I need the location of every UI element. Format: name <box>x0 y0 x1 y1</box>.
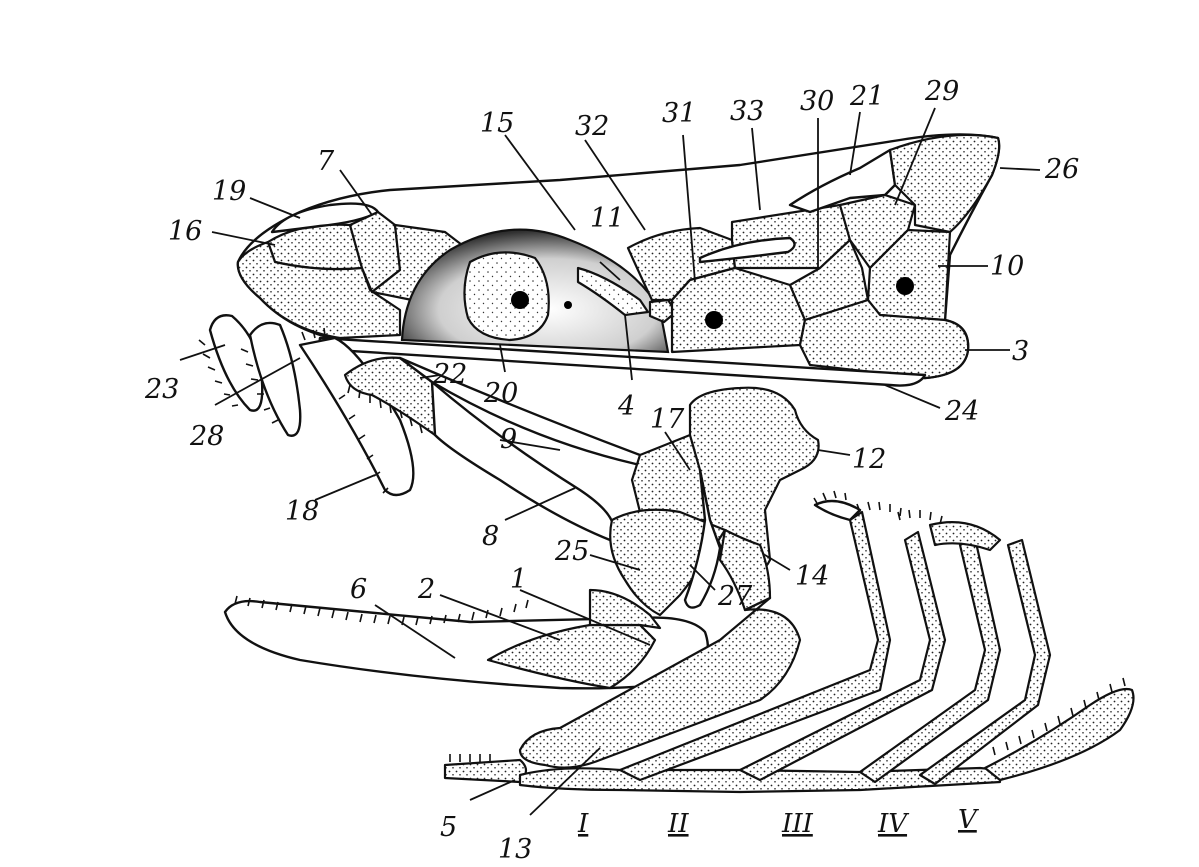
bone-1 <box>588 588 662 630</box>
gill-arch-labels: I II III IV V <box>577 805 979 839</box>
label-21: 21 <box>849 81 884 112</box>
label-28: 28 <box>189 421 224 452</box>
teeth-28 <box>240 348 279 424</box>
label-4: 4 <box>617 391 635 422</box>
teeth-gill-2 <box>856 501 902 517</box>
bone-26 <box>888 133 1001 234</box>
label-16: 16 <box>168 216 202 247</box>
label-24: 24 <box>944 396 979 427</box>
bone-2 <box>486 623 657 690</box>
foramen-20 <box>511 291 529 309</box>
label-3: 3 <box>1012 336 1029 367</box>
label-29: 29 <box>924 76 959 107</box>
label-25: 25 <box>554 536 589 567</box>
teeth-6 <box>234 595 529 626</box>
bone-20 <box>463 251 550 342</box>
label-gill-arch-2: II <box>667 809 689 839</box>
foramen-31 <box>705 311 723 329</box>
label-6: 6 <box>350 574 367 605</box>
teeth-18 <box>301 327 389 494</box>
bone-28 <box>248 321 302 437</box>
teeth-5 <box>449 754 491 762</box>
teeth-23 <box>198 339 239 407</box>
label-22: 22 <box>432 359 467 390</box>
bone-rostral <box>236 240 402 340</box>
leader-lines <box>179 107 1041 816</box>
label-19: 19 <box>212 176 246 207</box>
label-gill-arch-5: V <box>958 805 979 835</box>
label-gill-arch-3: III <box>781 809 814 839</box>
label-33: 33 <box>730 96 764 127</box>
label-30: 30 <box>800 86 834 117</box>
label-1: 1 <box>510 564 527 595</box>
gill-arch-5 <box>983 687 1135 782</box>
label-26: 26 <box>1044 154 1079 185</box>
labels: 19 16 7 15 32 31 33 30 21 29 26 11 10 3 … <box>144 76 1079 865</box>
label-17: 17 <box>650 404 685 435</box>
foramen-10 <box>896 277 914 295</box>
teeth-22 <box>347 384 423 434</box>
gill-arch-2 <box>738 530 947 782</box>
teeth-gill-5 <box>992 677 1126 756</box>
bone-13 <box>518 596 802 769</box>
bone-11 <box>576 266 650 317</box>
label-10: 10 <box>990 251 1024 282</box>
label-11: 11 <box>590 203 624 234</box>
bone-14 <box>718 528 772 612</box>
label-2: 2 <box>417 574 435 605</box>
bone-33-groove <box>698 236 796 264</box>
gill-arch-4-tip <box>928 521 1002 552</box>
teeth-gill-1 <box>813 490 847 506</box>
label-31: 31 <box>662 98 696 129</box>
label-8: 8 <box>482 521 499 552</box>
label-15: 15 <box>480 108 514 139</box>
label-5: 5 <box>440 812 457 843</box>
bone-8 <box>430 380 615 542</box>
label-gill-arch-4: IV <box>877 809 909 839</box>
bone-5 <box>443 758 528 784</box>
label-9: 9 <box>500 424 517 455</box>
label-32: 32 <box>575 111 609 142</box>
gill-arch-4 <box>918 538 1052 786</box>
label-27: 27 <box>717 581 753 612</box>
label-gill-arch-1: I <box>577 809 589 839</box>
gill-arch-1 <box>618 510 892 782</box>
label-12: 12 <box>852 444 886 475</box>
label-13: 13 <box>498 834 532 865</box>
teeth-gill-3 <box>897 509 943 525</box>
bone-27 <box>683 468 722 609</box>
foramen-small <box>564 301 572 309</box>
label-20: 20 <box>483 378 518 409</box>
label-23: 23 <box>144 374 179 405</box>
label-7: 7 <box>317 146 335 177</box>
gill-arch-1-tip <box>813 499 862 522</box>
label-14: 14 <box>795 561 829 592</box>
label-18: 18 <box>285 496 319 527</box>
